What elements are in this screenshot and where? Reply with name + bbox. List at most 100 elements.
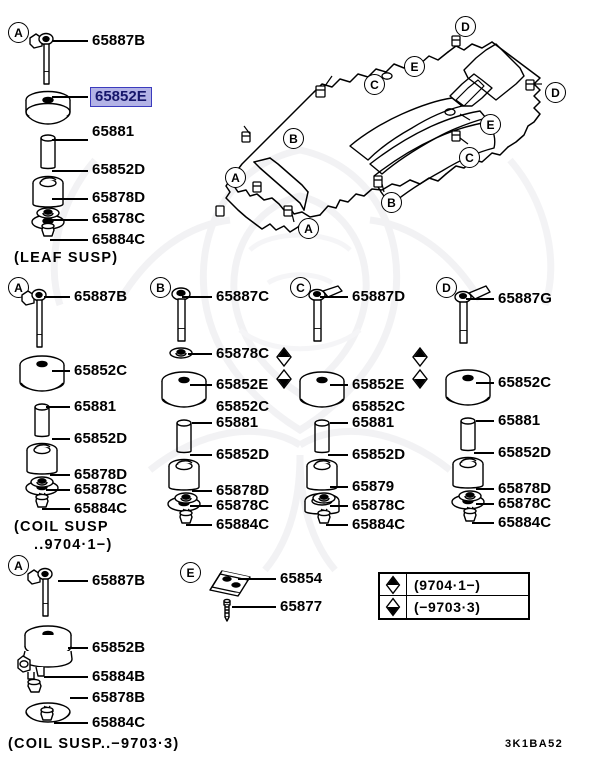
coil-b-small-parts-illustration <box>174 492 198 524</box>
coil-old-a-caption: (COIL SUSP..−9703·3) <box>8 736 180 752</box>
leader-line <box>472 522 494 524</box>
part-number-65887B: 65887B <box>74 288 128 305</box>
leaf-susp-caption: (LEAF SUSP) <box>14 250 119 266</box>
section-coil-d-bubble: D <box>436 277 457 298</box>
part-number-65884C: 65884C <box>74 500 128 517</box>
part-number-65881: 65881 <box>216 414 259 431</box>
diamond-bottom-filled-marker <box>276 368 292 390</box>
coil-a-caption-line1: (COIL SUSP <box>14 519 109 535</box>
leader-line <box>192 422 212 424</box>
section-plate-e-bubble: E <box>180 562 201 583</box>
leader-line <box>320 296 348 298</box>
coil-b-parts-illustration <box>161 287 207 512</box>
part-number-65877: 65877 <box>280 598 323 615</box>
legend-text-new: (9704·1−) <box>414 576 481 593</box>
diamond-top-filled-marker <box>412 346 428 368</box>
leader-line <box>52 219 88 221</box>
part-number-65879: 65879 <box>352 478 395 495</box>
legend-diamond-bottom-filled-icon <box>380 596 407 618</box>
part-number-65887B: 65887B <box>92 572 146 589</box>
part-number-65878C: 65878C <box>74 481 128 498</box>
leader-line <box>52 96 88 98</box>
leader-line <box>52 198 88 200</box>
leader-line <box>42 508 70 510</box>
diamond-bottom-filled-marker <box>412 368 428 390</box>
part-number-65852C: 65852C <box>74 362 128 379</box>
leader-line <box>190 384 212 386</box>
leader-line <box>52 170 88 172</box>
leader-line <box>52 40 88 42</box>
part-number-65878D: 65878D <box>216 482 270 499</box>
leader-line <box>330 384 348 386</box>
leader-line <box>50 239 88 241</box>
part-number-65852D: 65852D <box>498 444 552 461</box>
leader-line <box>330 422 348 424</box>
part-number-65878D: 65878D <box>74 466 128 483</box>
coil-d-parts-illustration <box>445 285 491 510</box>
part-number-65852C: 65852C <box>352 398 406 415</box>
legend-diamond-top-filled-icon <box>380 574 407 595</box>
part-number-65887G: 65887G <box>498 290 552 307</box>
leader-line <box>330 505 348 507</box>
frame-callout-c-top: C <box>364 74 385 95</box>
section-coil-a-bubble: A <box>8 277 29 298</box>
leader-line <box>52 438 70 440</box>
part-number-65852E: 65852E <box>352 376 405 393</box>
leader-line <box>182 296 212 298</box>
leader-line <box>68 647 88 649</box>
frame-callout-d-right: D <box>545 82 566 103</box>
part-number-65878C: 65878C <box>498 495 552 512</box>
part-number-65852D: 65852D <box>92 161 146 178</box>
part-number-65884C: 65884C <box>352 516 406 533</box>
frame-callout-e-right: E <box>480 114 501 135</box>
part-number-65878D: 65878D <box>92 189 146 206</box>
section-coil-b-bubble: B <box>150 277 171 298</box>
frame-callout-b-left: B <box>283 128 304 149</box>
part-number-65852D: 65852D <box>216 446 270 463</box>
leader-line <box>476 382 494 384</box>
frame-callout-c-right: C <box>459 147 480 168</box>
part-number-65887D: 65887D <box>352 288 406 305</box>
diamond-top-filled-marker <box>276 346 292 368</box>
leader-line <box>44 296 70 298</box>
frame-callout-a-left: A <box>225 167 246 188</box>
chassis-frame-illustration <box>215 27 542 233</box>
leader-line <box>474 452 494 454</box>
coil-a-small-parts-illustration <box>30 476 54 508</box>
frame-callout-d-top: D <box>455 16 476 37</box>
leader-line <box>476 503 494 505</box>
leader-line <box>466 298 494 300</box>
leader-line <box>44 676 88 678</box>
leader-line <box>54 722 88 724</box>
leaf-susp-small-parts-illustration <box>36 207 60 237</box>
part-number-65881: 65881 <box>74 398 117 415</box>
leader-line <box>188 353 212 355</box>
part-number-65881: 65881 <box>352 414 395 431</box>
leader-line <box>330 486 348 488</box>
plate-e-parts-illustration <box>209 570 251 622</box>
frame-callout-e-top: E <box>404 56 425 77</box>
part-number-65887C: 65887C <box>216 288 270 305</box>
part-number-65854: 65854 <box>280 570 323 587</box>
part-number-65878C: 65878C <box>216 345 270 362</box>
part-number-65852D: 65852D <box>74 430 128 447</box>
part-number-65887B: 65887B <box>92 32 146 49</box>
legend-row-old: (−9703·3) <box>380 596 528 618</box>
coil-a-parts-illustration <box>19 288 65 496</box>
part-number-65878C: 65878C <box>92 210 146 227</box>
coil-old-a-nut-illustration <box>40 705 54 721</box>
part-number-65852E-highlighted[interactable]: 65852E <box>90 87 152 107</box>
section-coil-c-bubble: C <box>290 277 311 298</box>
leader-line <box>476 420 494 422</box>
leader-line <box>70 697 88 699</box>
date-code-legend: (9704·1−) (−9703·3) <box>378 572 530 620</box>
legend-row-new: (9704·1−) <box>380 574 528 596</box>
part-number-65884C: 65884C <box>92 231 146 248</box>
leader-line <box>232 606 276 608</box>
part-number-65852B: 65852B <box>92 639 146 656</box>
coil-c-parts-illustration <box>299 285 345 515</box>
leader-line <box>58 580 88 582</box>
leader-line <box>52 370 70 372</box>
part-number-65884C: 65884C <box>216 516 270 533</box>
